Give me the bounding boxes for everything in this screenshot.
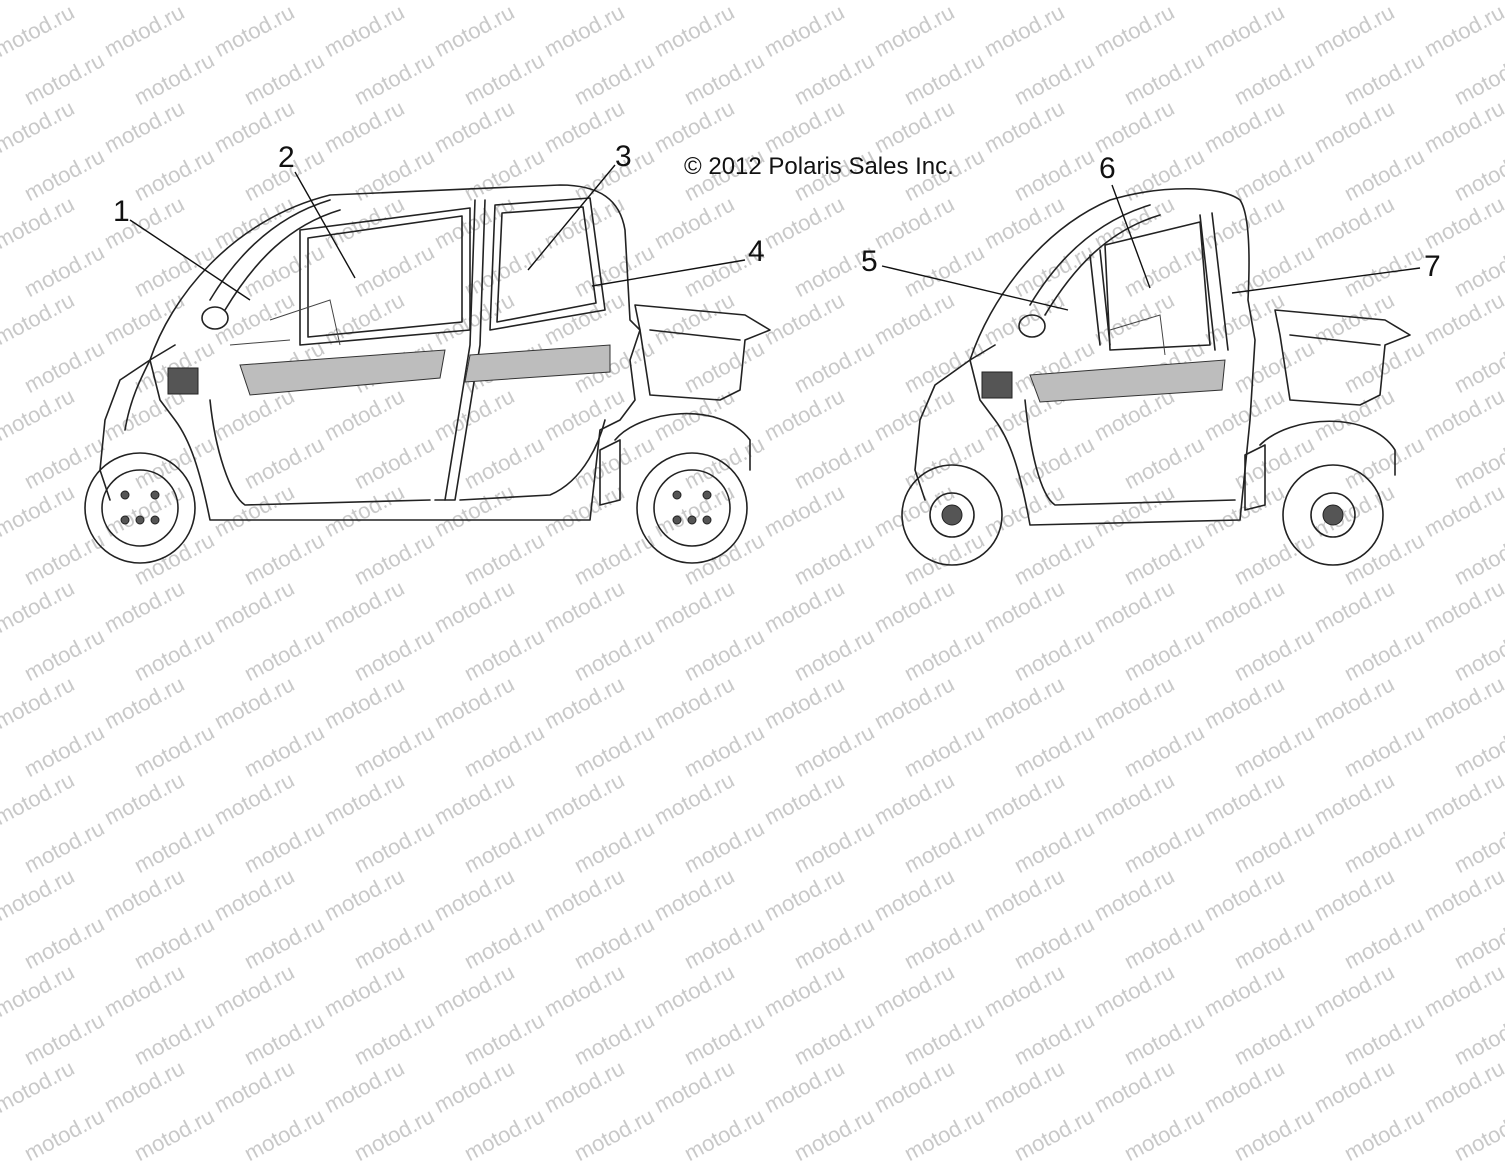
callout-4: 4 [748,235,765,268]
callout-7: 7 [1424,250,1441,283]
leader-2 [294,171,356,279]
callout-6: 6 [1099,152,1116,185]
callout-3: 3 [615,140,632,173]
callout-5: 5 [861,245,878,278]
four-door-vehicle [84,184,771,564]
leader-5 [881,265,1069,311]
leader-7 [1231,267,1421,294]
two-door-vehicle [901,187,1411,566]
leader-lines [129,164,1421,311]
leader-3 [527,164,616,271]
leader-1 [129,219,251,301]
callout-2: 2 [278,141,295,174]
leader-6 [1111,184,1151,289]
vehicles-drawing [84,164,1421,566]
leader-4 [591,259,746,287]
callout-1: 1 [113,195,130,228]
copyright-text: © 2012 Polaris Sales Inc. [684,153,954,180]
